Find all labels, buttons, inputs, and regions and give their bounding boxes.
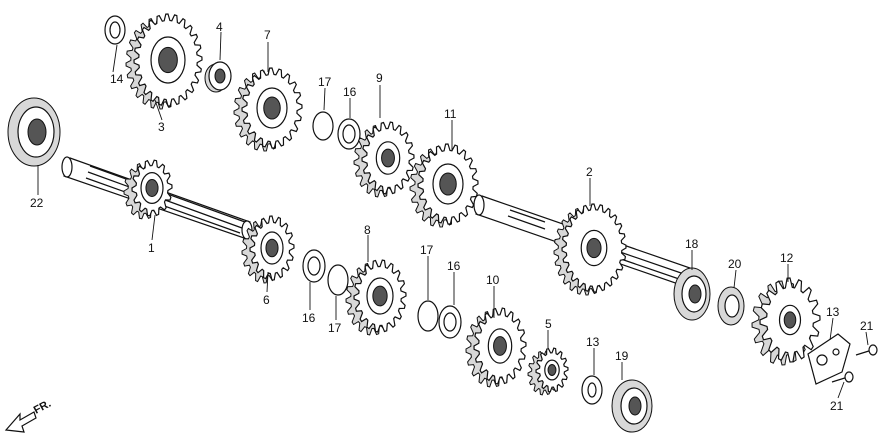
callout-21-upper: 21 <box>860 319 874 333</box>
callout-13: 13 <box>826 305 840 319</box>
gears <box>123 13 821 396</box>
front-arrow-icon <box>4 411 37 433</box>
callout-1: 1 <box>148 241 155 255</box>
gear-mainshaft-1 <box>123 159 173 220</box>
callout-7: 7 <box>264 28 271 42</box>
gear-5 <box>527 347 569 396</box>
bearing-18 <box>673 267 711 321</box>
callout-17-right: 17 <box>420 243 434 257</box>
callout-17-lower: 17 <box>328 321 342 335</box>
washer-16-right <box>438 305 462 339</box>
callout-3: 3 <box>158 120 165 134</box>
front-direction-label: FR. <box>32 398 53 417</box>
plate-13 <box>807 333 851 385</box>
gear-8 <box>345 259 407 336</box>
gear-10 <box>465 307 527 388</box>
washer-16-upper <box>337 118 361 150</box>
callout-11: 11 <box>444 107 457 121</box>
collar-4 <box>204 61 232 93</box>
callout-16-upper: 16 <box>343 85 357 99</box>
callout-10: 10 <box>486 273 500 287</box>
callout-9: 9 <box>376 71 383 85</box>
callouts: 14 3 4 7 17 16 9 11 2 22 1 6 16 17 8 17 … <box>30 20 874 413</box>
bearing-22 <box>7 97 61 167</box>
callout-15: 13 <box>586 335 600 349</box>
washer-16-lower <box>302 249 326 283</box>
gear-2 <box>553 203 627 296</box>
callout-20: 20 <box>728 257 742 271</box>
callout-16-right: 16 <box>447 259 461 273</box>
clip-17-upper <box>312 111 334 141</box>
bolt-21-upper <box>855 344 878 356</box>
gear-3 <box>125 13 203 110</box>
callout-22: 22 <box>30 196 44 210</box>
callout-19: 19 <box>615 349 629 363</box>
clip-17-right <box>417 300 439 332</box>
gear-6 <box>241 215 295 284</box>
callout-14: 14 <box>110 72 124 86</box>
gear-9 <box>353 121 415 198</box>
callout-8: 8 <box>364 223 371 237</box>
washer-15 <box>581 375 603 405</box>
callout-5: 5 <box>545 317 552 331</box>
sprocket-12 <box>751 277 821 366</box>
gear-11 <box>409 143 479 228</box>
callout-16-lower: 16 <box>302 311 316 325</box>
callout-6: 6 <box>263 293 270 307</box>
callout-17-upper: 17 <box>318 75 332 89</box>
oil-seal-20 <box>717 286 745 326</box>
washer-14 <box>104 15 126 45</box>
callout-21-lower: 21 <box>830 399 844 413</box>
callout-2: 2 <box>586 165 593 179</box>
bearing-19 <box>611 379 653 433</box>
bolt-21-lower <box>831 371 854 383</box>
callout-18: 18 <box>685 237 699 251</box>
gear-7 <box>233 67 303 152</box>
callout-4: 4 <box>216 20 223 34</box>
front-direction-marker: FR. <box>4 398 53 433</box>
clip-17-lower <box>327 264 349 296</box>
leader-lines <box>37 31 869 399</box>
callout-12: 12 <box>780 251 794 265</box>
